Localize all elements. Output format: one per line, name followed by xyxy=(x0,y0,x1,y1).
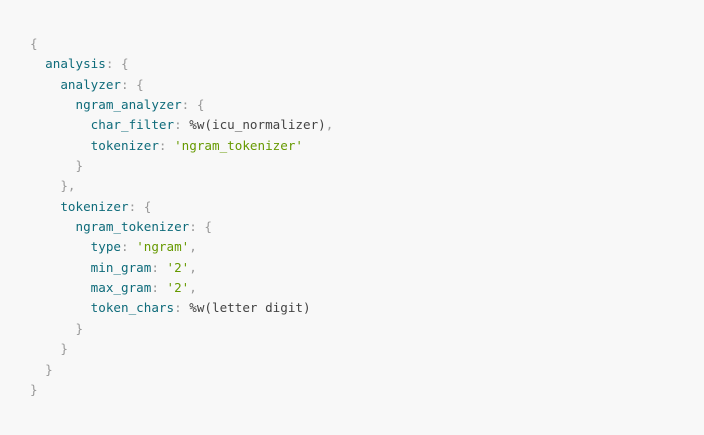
code-key: min_gram xyxy=(90,259,152,275)
code-key: char_filter xyxy=(90,117,175,133)
code-indent xyxy=(30,280,91,295)
code-string: '2' xyxy=(166,259,190,275)
code-line: } xyxy=(30,380,333,400)
code-line: char_filter: %w(icu_normalizer), xyxy=(30,115,334,135)
code-line: analysis: { xyxy=(30,54,333,74)
code-indent xyxy=(30,97,76,112)
code-line: token_chars: %w(letter digit) xyxy=(30,298,333,318)
code-indent xyxy=(30,56,45,71)
code-key: type xyxy=(90,239,122,255)
code-line: { xyxy=(30,34,333,54)
code-key: ngram_tokenizer xyxy=(75,219,190,235)
code-key: max_gram xyxy=(90,280,152,296)
code-key: token_chars xyxy=(90,300,175,316)
code-key: ngram_analyzer xyxy=(75,97,182,113)
code-punctuation: : xyxy=(151,280,167,296)
code-indent xyxy=(30,239,91,254)
code-indent xyxy=(30,138,91,153)
code-line: tokenizer: 'ngram_tokenizer' xyxy=(30,136,333,156)
code-punctuation: } xyxy=(75,320,84,336)
code-punctuation: } xyxy=(60,341,68,357)
code-indent xyxy=(30,178,60,193)
code-key: analysis xyxy=(45,56,106,72)
code-indent xyxy=(30,219,76,234)
code-indent xyxy=(30,260,91,275)
code-punctuation: : { xyxy=(128,198,152,214)
code-line: max_gram: '2', xyxy=(30,278,333,298)
code-punctuation: : xyxy=(151,259,167,275)
code-punctuation: : { xyxy=(181,97,205,113)
code-punctuation: , xyxy=(189,259,197,275)
code-line: ngram_analyzer: { xyxy=(30,95,333,115)
code-punctuation: : xyxy=(174,300,190,316)
code-literal: %w(letter digit) xyxy=(189,300,311,316)
code-indent xyxy=(30,300,91,315)
code-punctuation: , xyxy=(189,239,197,255)
code-string: 'ngram_tokenizer' xyxy=(174,137,303,153)
code-listing: { analysis: { analyzer: { ngram_analyzer… xyxy=(30,34,333,400)
code-punctuation: { xyxy=(30,36,38,51)
code-punctuation: : { xyxy=(121,76,144,92)
code-punctuation: : { xyxy=(189,219,212,235)
code-line: analyzer: { xyxy=(30,75,333,95)
code-punctuation: : xyxy=(121,239,137,255)
code-punctuation: }, xyxy=(60,178,76,194)
code-line: } xyxy=(30,156,333,176)
code-punctuation: } xyxy=(30,381,38,397)
code-line: ngram_tokenizer: { xyxy=(30,217,333,237)
code-indent xyxy=(30,158,76,173)
code-line: } xyxy=(30,339,333,359)
code-line: tokenizer: { xyxy=(30,197,333,217)
code-indent xyxy=(30,199,60,214)
code-indent xyxy=(30,117,91,132)
code-line: min_gram: '2', xyxy=(30,258,333,278)
code-line: } xyxy=(30,319,333,339)
code-line: type: 'ngram', xyxy=(30,237,333,257)
code-indent xyxy=(30,341,60,356)
code-punctuation: : xyxy=(174,117,190,133)
code-literal: %w(icu_normalizer) xyxy=(189,117,326,133)
code-punctuation: , xyxy=(325,117,334,133)
code-indent xyxy=(30,77,60,92)
code-string: 'ngram' xyxy=(136,239,190,255)
code-key: tokenizer xyxy=(90,137,159,153)
code-punctuation: } xyxy=(75,158,84,174)
code-punctuation: : xyxy=(158,137,175,153)
code-line: } xyxy=(30,360,333,380)
code-punctuation: } xyxy=(45,361,53,377)
code-string: '2' xyxy=(166,280,190,296)
code-key: analyzer xyxy=(60,76,122,92)
code-key: tokenizer xyxy=(60,198,129,214)
code-indent xyxy=(30,362,45,377)
code-indent xyxy=(30,321,76,336)
code-punctuation: , xyxy=(189,280,197,296)
code-punctuation: : { xyxy=(105,56,129,72)
code-line: }, xyxy=(30,176,333,196)
